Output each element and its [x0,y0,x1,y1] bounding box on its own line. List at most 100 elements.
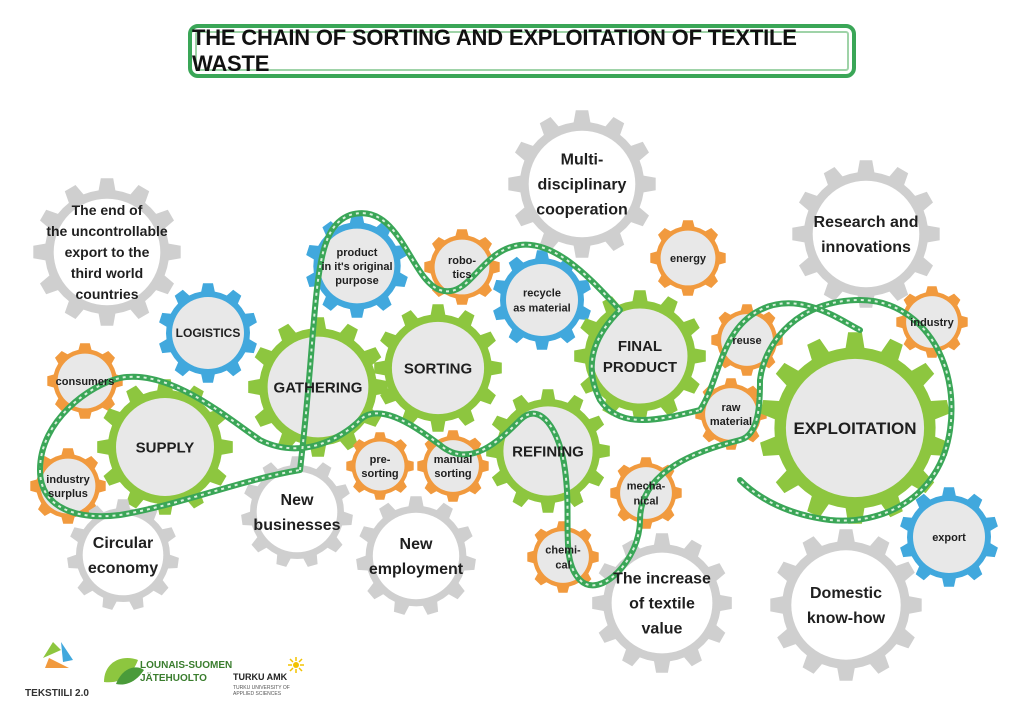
gear-label-refining-line-0: REFINING [512,443,584,460]
logo-lsj-line1: LOUNAIS-SUOMEN [140,660,232,671]
gear-label-industry-surplus-line-1: surplus [48,488,88,500]
gear-label-robotics-line-0: robo- [448,255,476,267]
gear-logistics-hub [172,297,244,369]
gear-label-supply-line-0: SUPPLY [136,439,195,456]
gear-final-product-hub [592,308,688,404]
gear-circular-economy [67,499,179,610]
gear-end-export [33,178,181,326]
gear-label-end-export-line-4: countries [75,286,138,302]
gear-label-pre-sorting-line-1: sorting [361,468,398,480]
gear-label-textile-value-line-2: value [642,621,683,638]
gear-energy [650,220,726,296]
gear-label-robotics-line-1: tics [453,269,472,281]
gear-label-domestic-line-0: Domestic [810,585,882,602]
gear-gathering-hub [267,336,369,438]
gear-research [792,160,940,308]
gear-label-product-original-line-2: purpose [335,275,378,287]
gear-new-businesses [241,456,353,567]
recycle-icon [43,642,73,668]
gear-reuse-hub [721,314,773,366]
chain-links-0 [39,298,953,587]
gear-product-original [306,214,408,318]
page-title: THE CHAIN OF SORTING AND EXPLOITATION OF… [192,25,797,76]
gear-label-end-export-line-3: third world [71,265,143,281]
gear-label-multidisciplinary-line-2: cooperation [536,202,628,219]
gear-energy-hub [660,230,716,286]
gear-label-multidisciplinary-line-1: disciplinary [538,177,627,194]
gear-label-textile-value-line-1: of textile [629,596,695,613]
gear-industry [896,286,968,358]
gear-layer [30,110,998,681]
gear-supply-hub [116,398,214,496]
gear-refining-hub [503,406,593,496]
gear-label-industry-line-0: industry [910,317,954,329]
gear-label-chemical-line-0: chemi- [545,544,581,556]
gear-label-manual-sorting-line-0: manual [434,454,473,466]
gear-product-original-hub [319,228,395,304]
logo-turku-line3: APPLIED SCIENCES [233,691,282,697]
gear-label-research-line-0: Research and [814,214,919,231]
gear-label-product-original-line-0: product [337,247,378,259]
gear-label-recycle-material-line-1: as material [513,302,570,314]
gear-label-circular-economy-line-0: Circular [93,535,153,552]
gear-label-pre-sorting-line-0: pre- [370,454,391,466]
gear-label-multidisciplinary-line-0: Multi- [561,152,604,169]
gear-label-final-product-line-1: PRODUCT [603,359,677,376]
gear-consumers [47,343,123,419]
gear-label-raw-material-line-0: raw [722,402,741,414]
gear-label-industry-surplus-line-0: industry [46,474,90,486]
gear-label-logistics-line-0: LOGISTICS [176,326,241,340]
gear-robotics [424,229,500,305]
leaf-icon [104,658,144,685]
gear-textile-value-hub [611,552,713,654]
gear-end-export-hub [53,198,161,306]
gear-label-domestic-line-1: know-how [807,610,886,627]
gear-label-mechanical-line-1: nical [633,495,658,507]
gear-recycle-material-hub [506,264,578,336]
chain-layer [37,210,955,589]
gear-manual-sorting [417,430,489,502]
gear-label-new-businesses-line-0: New [281,492,314,509]
gear-label-manual-sorting-line-1: sorting [434,468,471,480]
gear-consumers-hub [57,353,113,409]
gear-label-gathering-line-0: GATHERING [274,379,363,396]
gear-label-textile-value-line-0: The increase [613,571,711,588]
gear-new-businesses-hub [256,471,338,553]
gear-sorting [374,304,502,432]
title-banner: THE CHAIN OF SORTING AND EXPLOITATION OF… [188,24,856,78]
gear-label-sorting-line-0: SORTING [404,360,472,377]
gear-research-hub [812,180,920,288]
sun-icon [288,657,304,673]
gear-robotics-hub [434,239,490,295]
gear-multidisciplinary-hub [528,130,636,238]
gear-label-exploitation-line-0: EXPLOITATION [793,419,916,438]
gear-pre-sorting-hub [355,441,405,491]
gear-label-energy-line-0: energy [670,253,707,265]
gear-multidisciplinary [508,110,656,258]
logo-lsj-line2: JÄTEHUOLTO [140,671,207,684]
gear-label-end-export-line-2: export to the [65,244,150,260]
gear-industry-hub [906,296,958,348]
gear-label-mechanical-line-0: mecha- [627,480,666,492]
gear-sorting-hub [391,321,485,415]
gear-label-reuse-line-0: reuse [732,335,761,347]
gear-manual-sorting-hub [427,440,479,492]
gear-label-recycle-material-line-0: recycle [523,287,561,299]
gear-chemical-hub [537,531,589,583]
gear-label-final-product-line-0: FINAL [618,338,662,355]
gear-exploitation [760,332,950,524]
gear-label-chemical-line-1: cal [555,559,570,571]
gear-label-circular-economy-line-1: economy [88,560,158,577]
logo-layer: TEKSTIILI 2.0 LOUNAIS-SUOMEN JÄTEHUOLTO … [25,642,304,699]
gear-domestic [770,529,922,681]
gear-label-raw-material-line-1: material [710,416,752,428]
gear-industry-surplus-hub [40,458,96,514]
gear-circular-economy-hub [82,514,164,596]
logo-turku-line1: TURKU AMK [233,672,288,682]
gear-exploitation-hub [785,358,925,498]
gear-recycle-material [493,250,591,350]
gear-label-research-line-1: innovations [821,239,911,256]
logo-turku-line2: TURKU UNIVERSITY OF [233,685,290,691]
